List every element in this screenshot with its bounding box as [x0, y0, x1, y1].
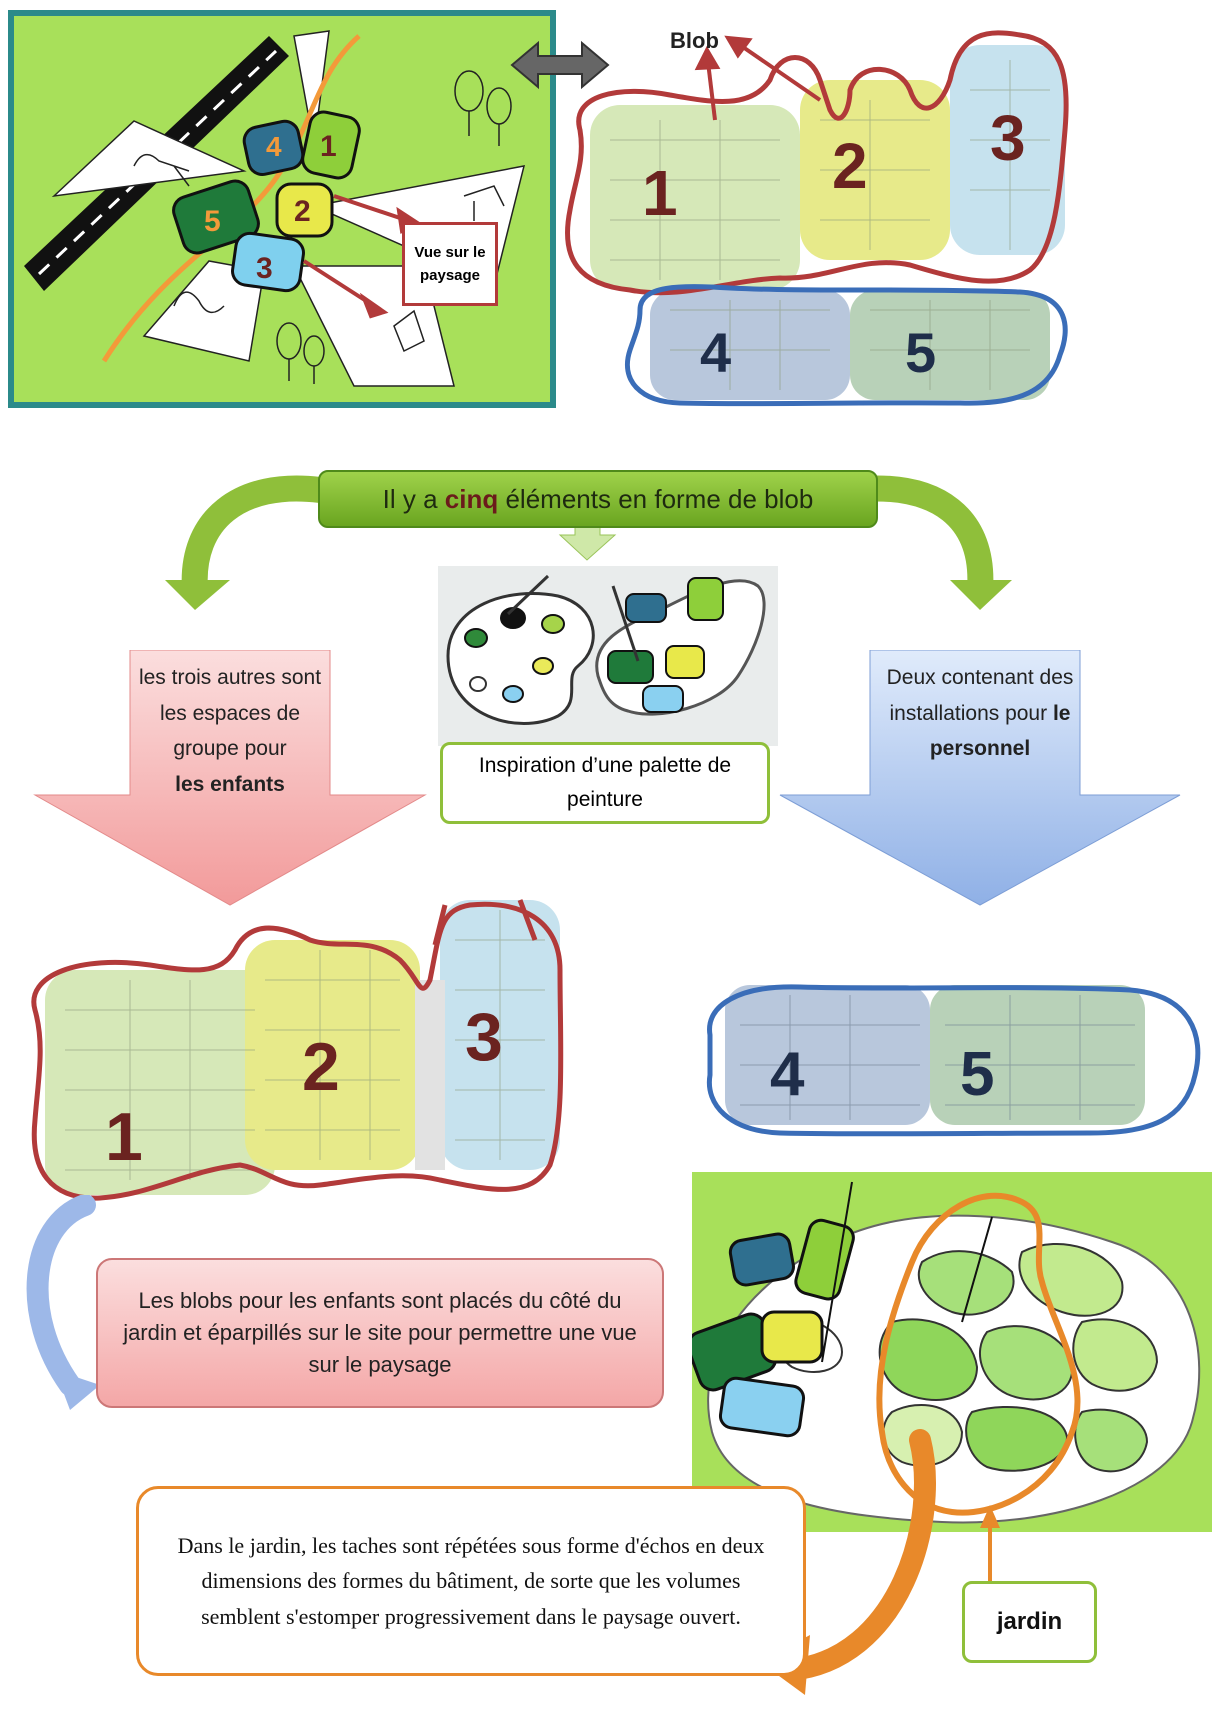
- svg-text:3: 3: [465, 999, 503, 1075]
- children-arrow-bold: les enfants: [175, 773, 285, 797]
- site-sketch-drawing: 4 1 5 2 3: [24, 30, 526, 387]
- blob-label: Blob: [670, 28, 719, 53]
- plan-top-drawing: 1 2 3 4 5: [565, 30, 1069, 407]
- staff-arrow-bold-1: le: [1052, 701, 1071, 725]
- svg-text:4: 4: [770, 1040, 805, 1109]
- svg-text:2: 2: [302, 1029, 340, 1105]
- blob-plan-top: 1 2 3 4 5 Blob: [560, 10, 1210, 410]
- garden-note-box: Dans le jardin, les taches sont répétées…: [136, 1486, 806, 1676]
- banner-text-bold: cinq: [444, 483, 499, 514]
- banner-text-before: Il y a: [382, 483, 445, 514]
- children-plan-drawing: 1 2 3: [31, 899, 564, 1201]
- children-arrow-text: les trois autres sont les espaces de gro…: [138, 666, 322, 797]
- site-sketch: 4 1 5 2 3 Vue sur le paysage: [8, 10, 556, 408]
- garden-label-box: jardin: [962, 1581, 1097, 1663]
- garden-drawing: [692, 1181, 1201, 1524]
- svg-text:5: 5: [204, 205, 221, 238]
- view-label-box: Vue sur le paysage: [402, 222, 498, 306]
- svg-text:2: 2: [832, 130, 868, 202]
- palette-illustration: [438, 566, 778, 746]
- double-arrow-icon: [510, 40, 610, 90]
- svg-text:5: 5: [905, 321, 936, 384]
- staff-arrow-bold-2: personnel: [929, 737, 1031, 761]
- svg-text:3: 3: [256, 252, 273, 285]
- svg-text:2: 2: [294, 195, 311, 228]
- garden-illustration: [692, 1172, 1212, 1532]
- svg-text:1: 1: [105, 1099, 143, 1175]
- staff-blob-plan: 4 5: [690, 955, 1210, 1140]
- main-banner: Il y a cinq éléments en forme de blob: [318, 470, 878, 528]
- curved-blue-arrow-icon: [26, 1195, 100, 1410]
- svg-text:4: 4: [266, 131, 282, 162]
- svg-text:1: 1: [320, 130, 337, 163]
- svg-text:3: 3: [990, 102, 1026, 174]
- svg-text:5: 5: [960, 1040, 994, 1109]
- banner-curved-arrows: [165, 475, 1012, 610]
- children-arrow-shape: [33, 650, 427, 906]
- children-blob-plan: 1 2 3: [20, 880, 580, 1210]
- svg-text:1: 1: [642, 157, 678, 229]
- banner-text-after: éléments en forme de blob: [498, 483, 814, 514]
- children-note-box: Les blobs pour les enfants sont placés d…: [96, 1258, 664, 1408]
- palette-caption-box: Inspiration d’une palette de peinture: [440, 742, 770, 824]
- staff-arrow-text: Deux contenant des installations pour le…: [886, 666, 1074, 761]
- svg-text:4: 4: [700, 321, 731, 384]
- palette-drawing: [446, 574, 766, 725]
- staff-arrow-shape: [779, 650, 1181, 906]
- staff-plan-drawing: 4 5: [706, 984, 1201, 1137]
